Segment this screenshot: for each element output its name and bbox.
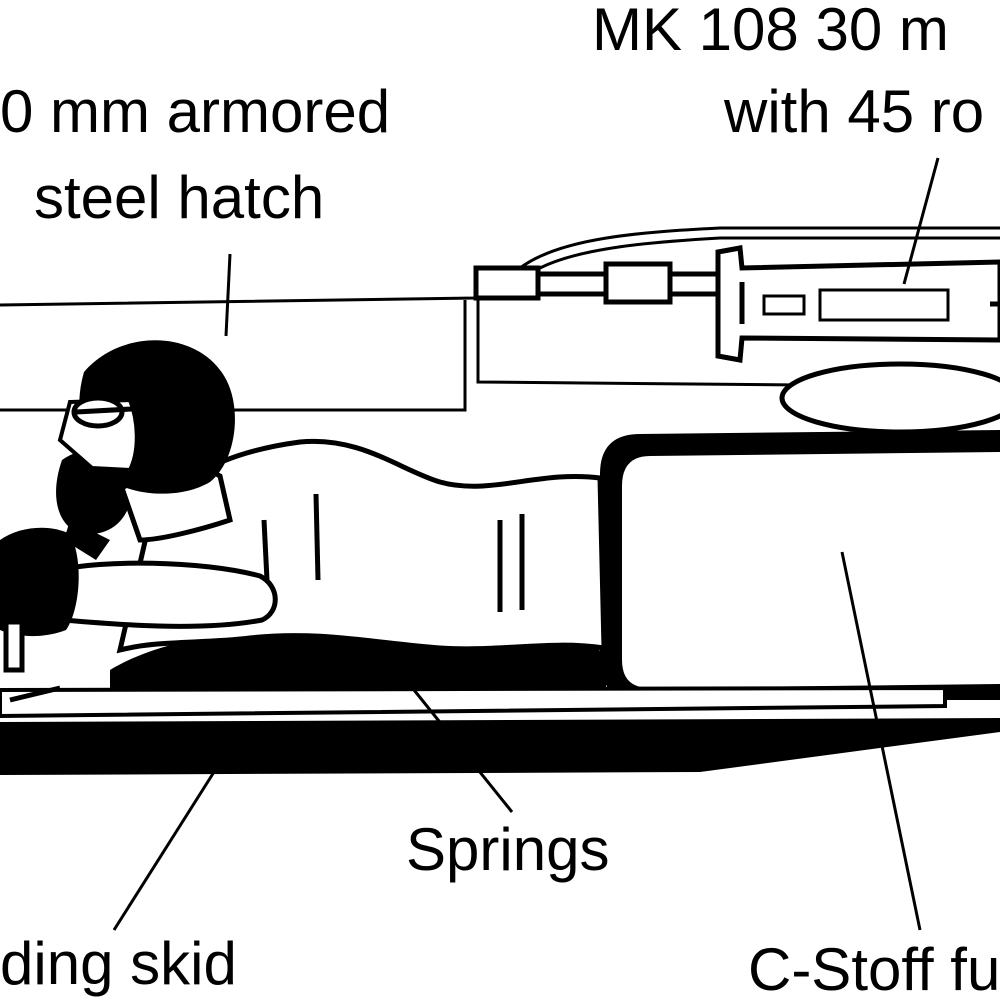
springs-label: Springs (406, 816, 609, 883)
skid-label: ding skid (0, 930, 237, 997)
mk108-cannon (473, 245, 1000, 435)
hatch-label-line2: steel hatch (34, 164, 324, 231)
skid-leader (112, 771, 216, 931)
hatch-leader (224, 253, 232, 337)
hatch-label-line1: 0 mm armored (0, 78, 390, 145)
cannon-label-line1: MK 108 30 m (592, 0, 949, 63)
landing-skid (0, 685, 1000, 775)
c-stoff-fuel-tank (600, 430, 1000, 700)
fuel-label: C-Stoff fu (748, 936, 1000, 1000)
cannon-label-line2: with 45 ro (723, 78, 984, 145)
cannon-leader (902, 157, 940, 285)
fuel-leader (840, 551, 922, 931)
leader-lines (112, 157, 940, 931)
springs-leader (404, 679, 514, 813)
pilot-figure (0, 340, 607, 703)
